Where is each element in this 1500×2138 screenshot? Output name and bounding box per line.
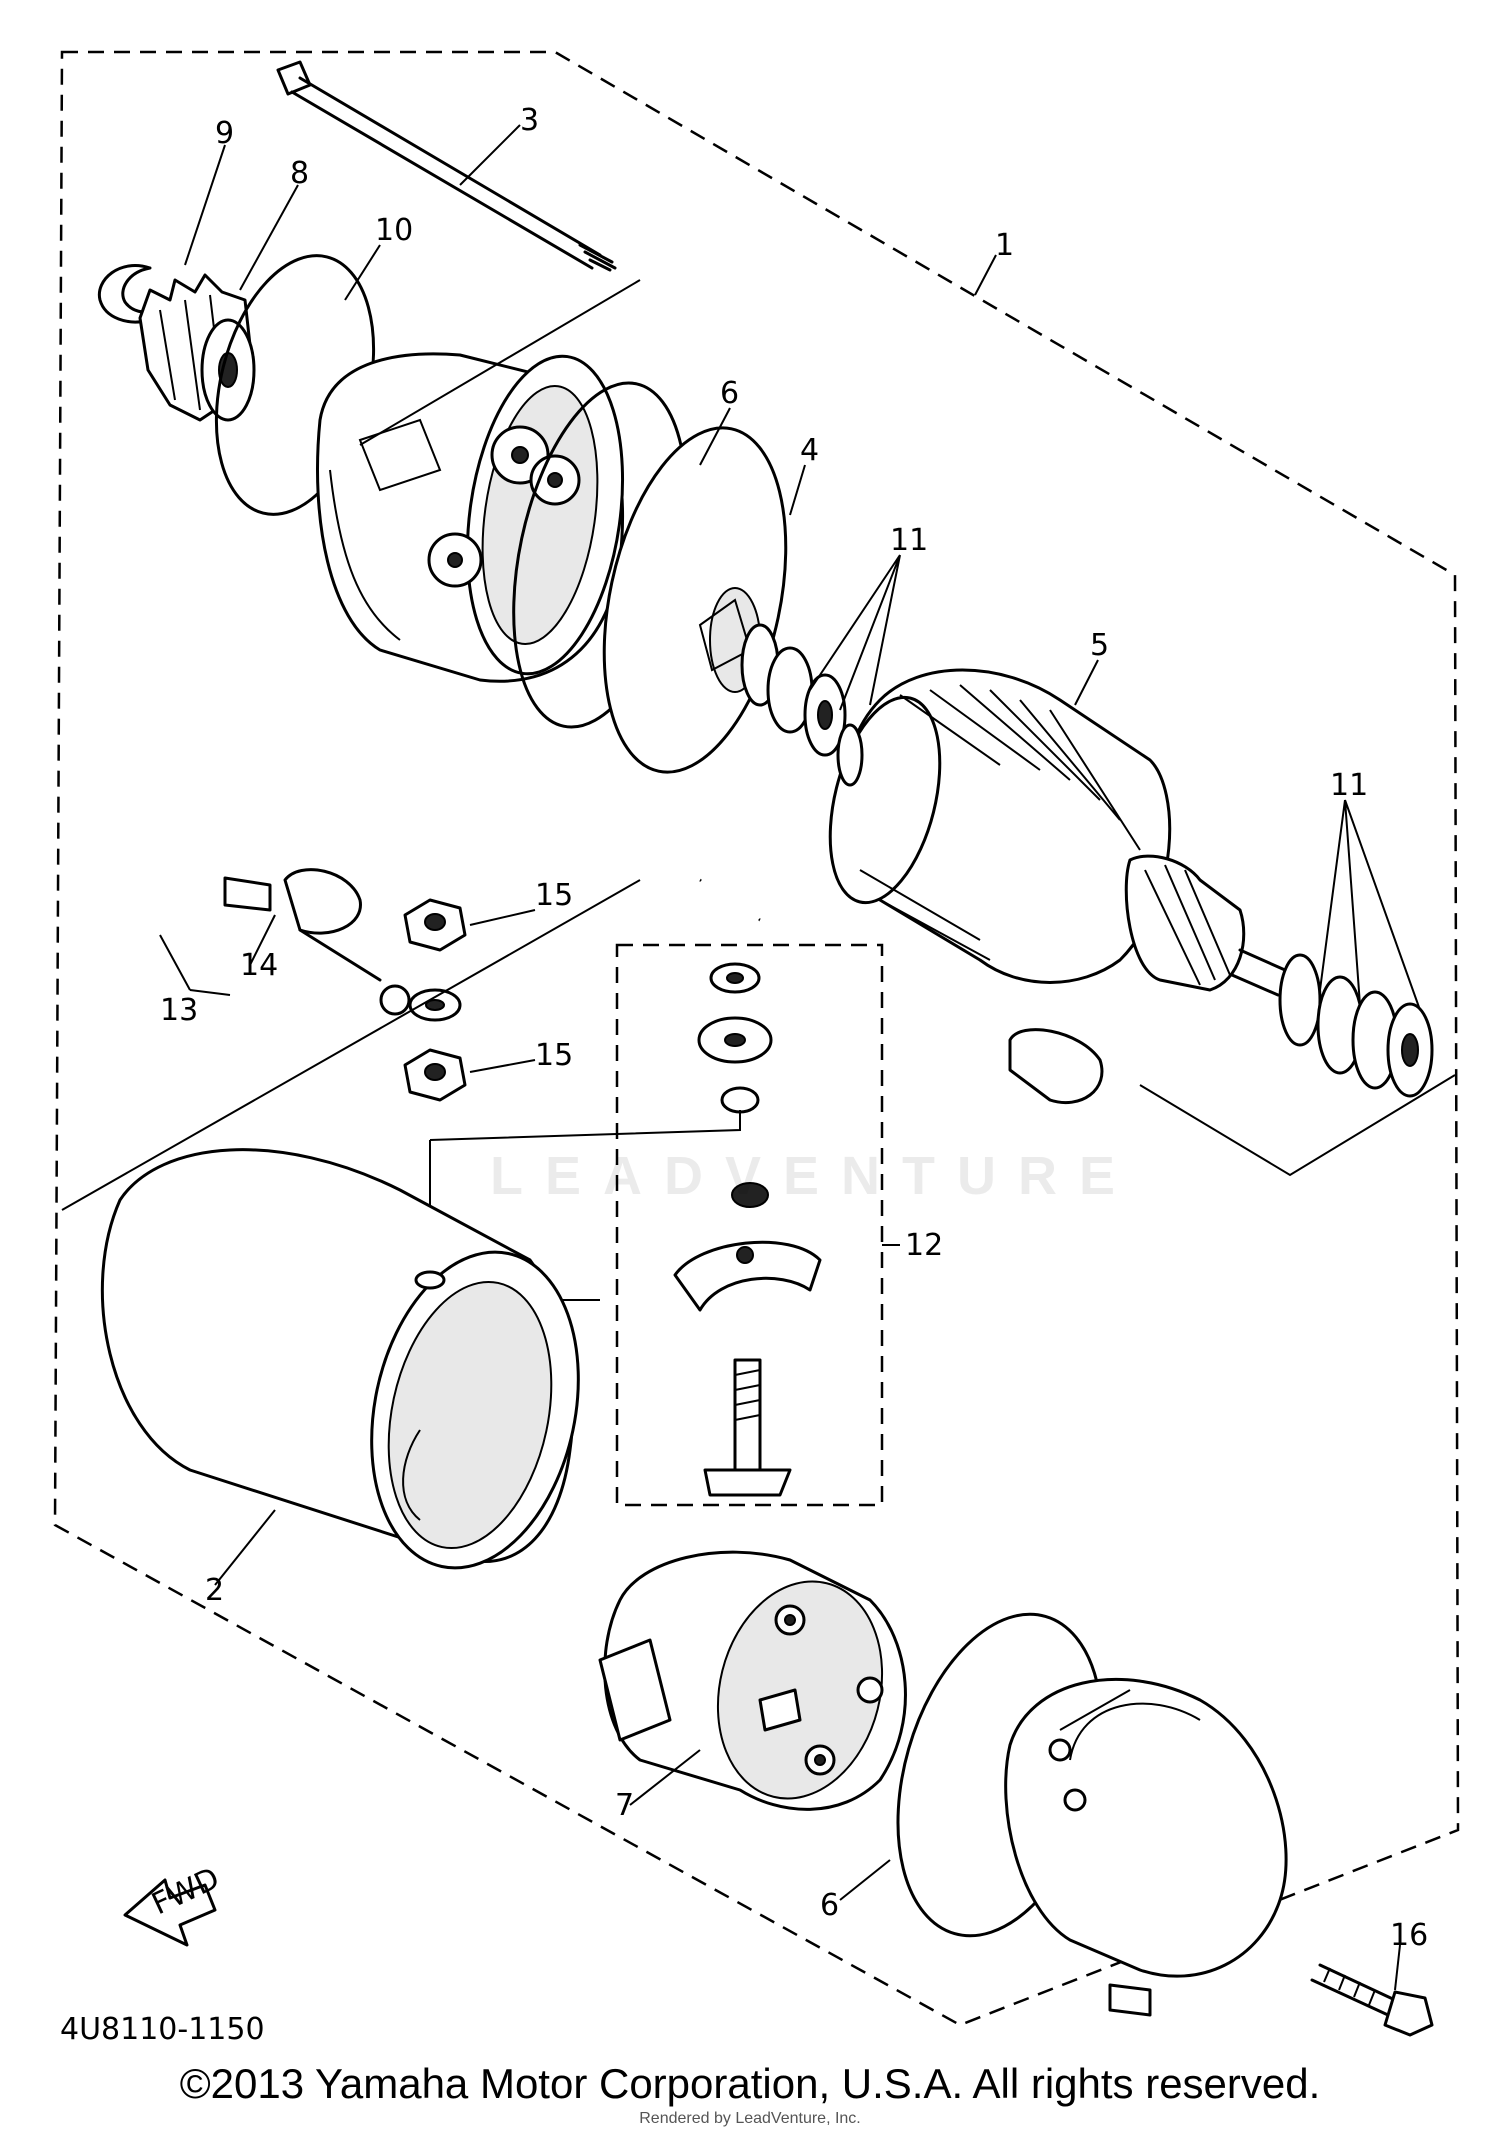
callout-labels: 3 1 9 8 10 6 4 11 5 11 15 15 14 13 12 2 …: [160, 103, 1428, 1953]
callout-12: 12: [905, 1228, 943, 1263]
callout-11-upper: 11: [890, 523, 928, 558]
callout-6-lower: 6: [820, 1888, 839, 1923]
callout-16: 16: [1390, 1918, 1428, 1953]
rendered-by-notice: Rendered by LeadVenture, Inc.: [639, 2110, 861, 2127]
yoke: [100, 1148, 580, 1570]
rear-bolt: [1310, 1963, 1434, 2037]
callout-7: 7: [615, 1788, 634, 1823]
washer-set-upper: [740, 623, 847, 757]
washer-small-upper: [408, 988, 462, 1022]
fwd-arrow: FWD: [123, 1861, 225, 1947]
brush-holder: [598, 1550, 907, 1811]
lead-wire: [150, 704, 1104, 1105]
copyright-notice: ©2013 Yamaha Motor Corporation, U.S.A. A…: [179, 2060, 1321, 2107]
nut-lower: [403, 1048, 467, 1102]
drawing-code: 4U8110-1150: [60, 2012, 265, 2047]
callout-6-upper: 6: [720, 376, 739, 411]
callout-1: 1: [995, 228, 1014, 263]
nut-upper: [403, 898, 467, 952]
callout-leaders: [159, 124, 1421, 1991]
watermark: LEADVENTURE: [490, 1146, 1138, 1206]
callout-15-lower: 15: [535, 1038, 573, 1073]
terminal-kit-box: [615, 943, 884, 1507]
callout-9: 9: [215, 116, 234, 151]
washer-set-lower: [1278, 953, 1434, 1098]
armature: [828, 668, 1287, 997]
callout-11-lower: 11: [1330, 768, 1368, 803]
callout-10: 10: [375, 213, 413, 248]
through-bolt: [276, 60, 617, 272]
callout-14: 14: [240, 948, 278, 983]
rear-cover: [1004, 1678, 1288, 2017]
callout-13: 13: [160, 993, 198, 1028]
callout-8: 8: [290, 156, 309, 191]
callout-4: 4: [800, 433, 819, 468]
callout-3: 3: [520, 103, 539, 138]
assembly-boundary: [53, 50, 1460, 2027]
front-cover: [316, 352, 625, 683]
pinion-gear: [138, 273, 256, 422]
callout-2: 2: [205, 1573, 224, 1608]
callout-15-upper: 15: [535, 878, 573, 913]
terminal-kit-parts: [673, 962, 822, 1497]
callout-5: 5: [1090, 628, 1109, 663]
